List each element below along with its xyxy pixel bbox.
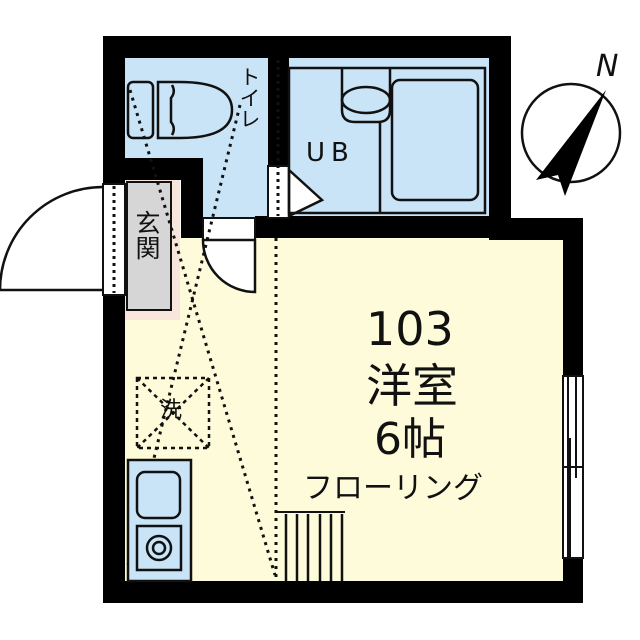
flooring-label: フローリング bbox=[303, 471, 483, 506]
washer-label: 洗 bbox=[160, 398, 183, 423]
unit-bath-label: UB bbox=[306, 138, 355, 168]
compass-north-label: N bbox=[596, 49, 619, 84]
toilet-door bbox=[201, 217, 257, 294]
room-size: 6帖 bbox=[374, 414, 446, 465]
walls bbox=[103, 36, 583, 603]
compass-icon bbox=[520, 82, 622, 196]
toilet-label: トイレ bbox=[237, 66, 261, 129]
storage-slats bbox=[284, 514, 344, 581]
front-door bbox=[0, 183, 126, 296]
unit-number: 103 bbox=[366, 302, 454, 356]
entrance-floor bbox=[126, 181, 172, 311]
room-type: 洋室 bbox=[366, 359, 458, 413]
kitchen bbox=[126, 458, 193, 583]
entrance-label: 玄関 bbox=[132, 210, 161, 260]
window bbox=[562, 375, 584, 559]
main-room-floor bbox=[125, 238, 563, 582]
toilet-fixture bbox=[126, 80, 234, 140]
washer-space bbox=[135, 376, 211, 450]
unit-bath-fixtures bbox=[287, 66, 487, 215]
